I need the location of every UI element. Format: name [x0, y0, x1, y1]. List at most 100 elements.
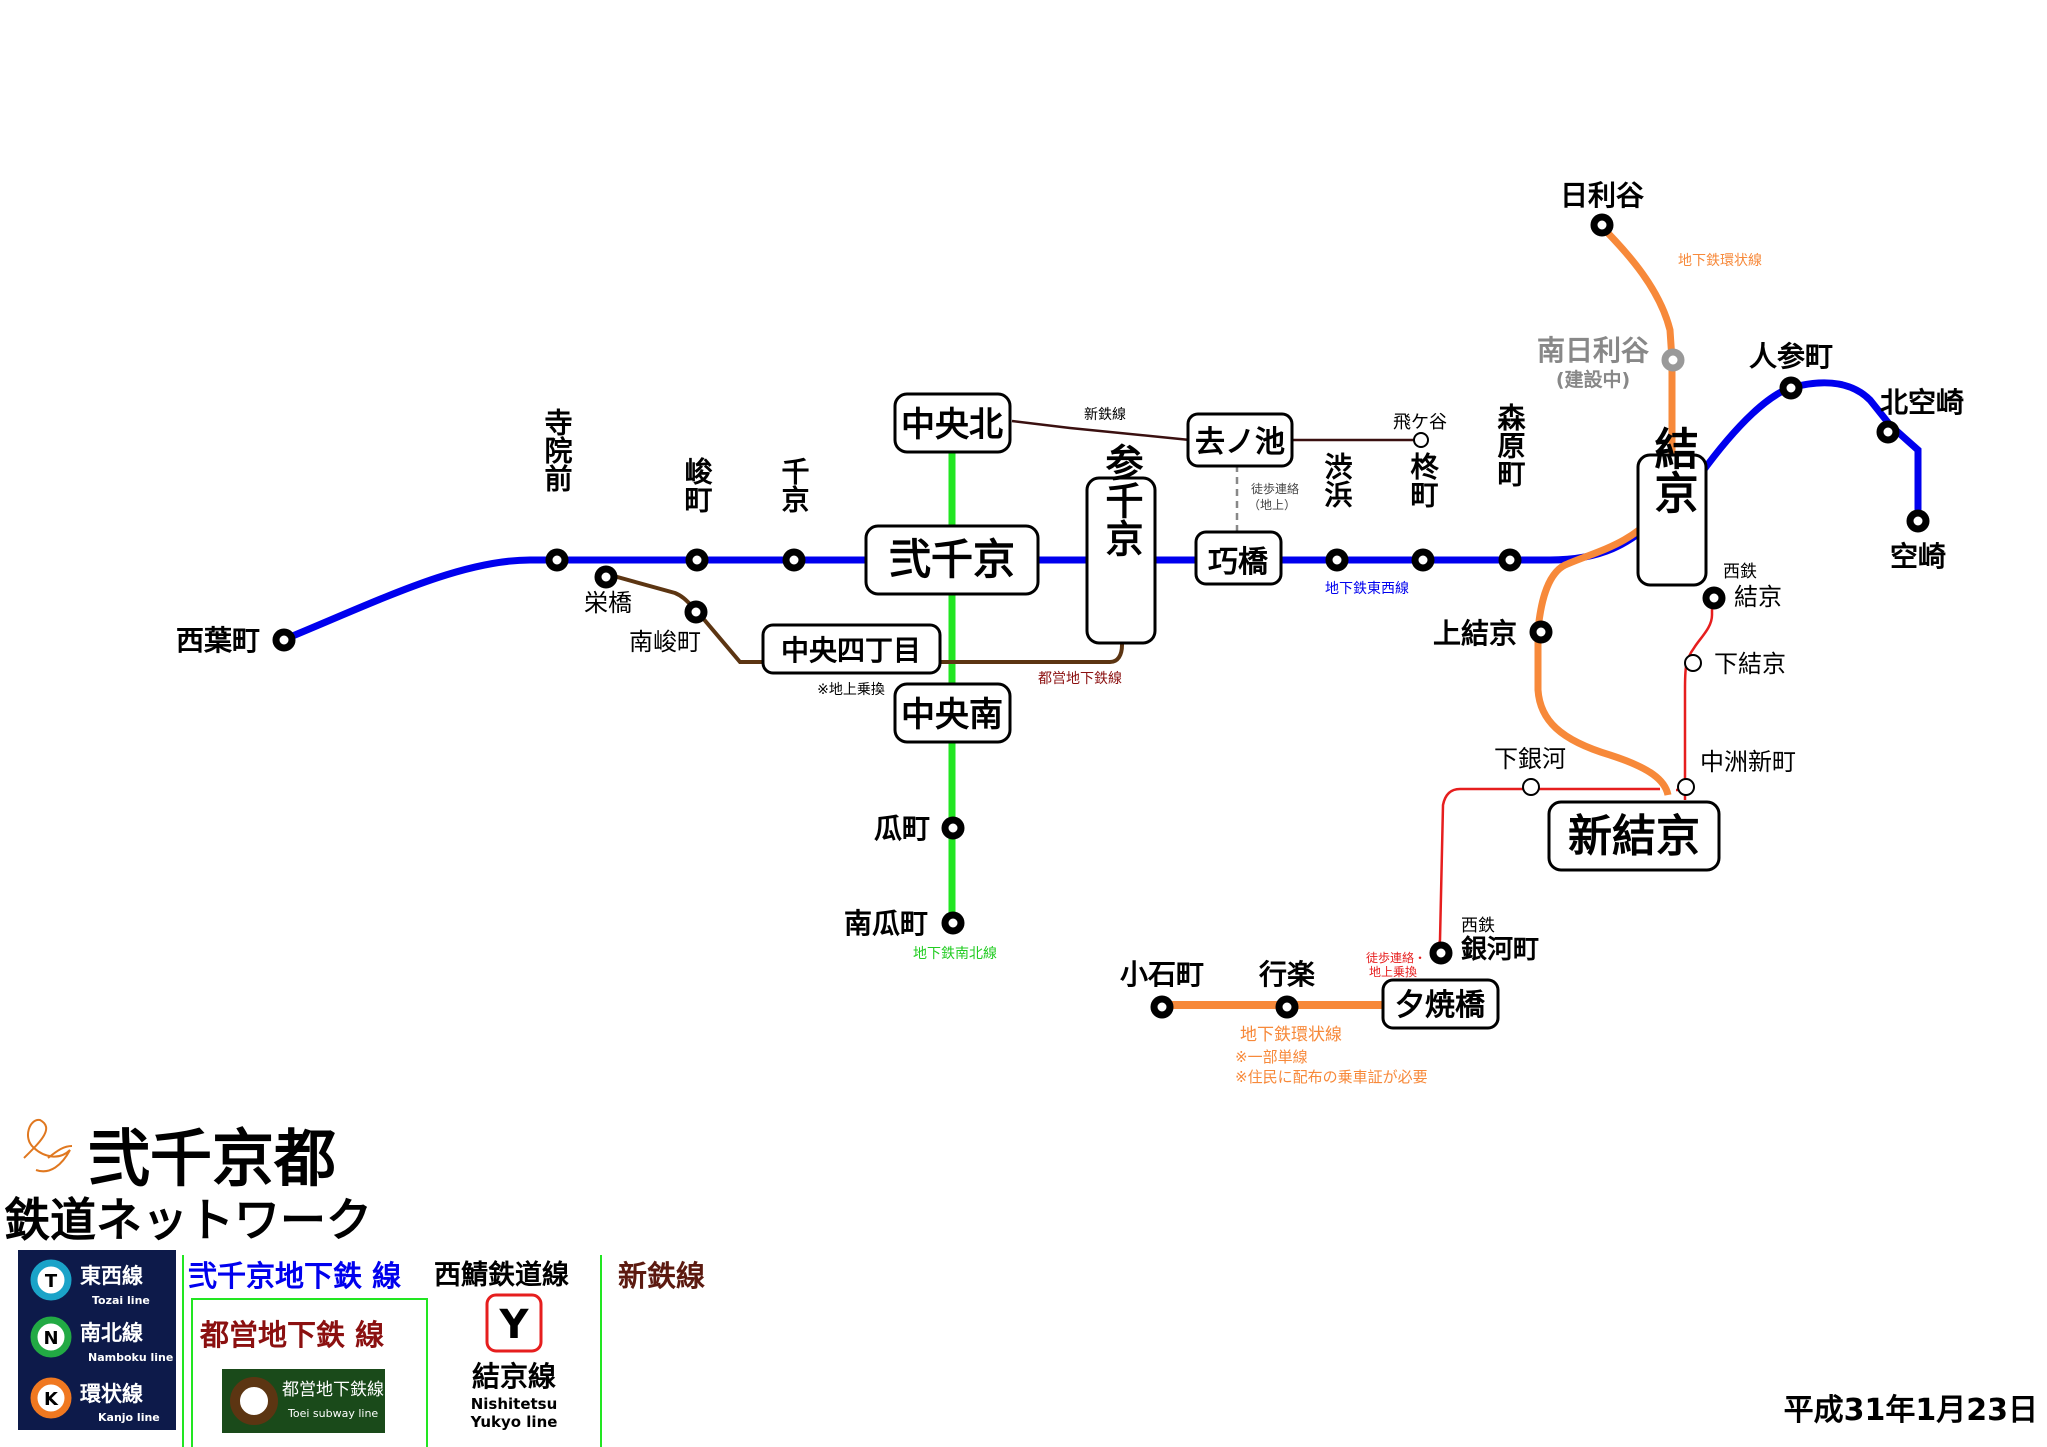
- legend-toei-icon: 都営地下鉄線 Toei subway line: [230, 1377, 384, 1425]
- station-box[interactable]: [1085, 476, 1157, 645]
- legend-frame-toei: [191, 1298, 428, 1447]
- station-shuncho: 峻町: [681, 456, 714, 513]
- station-marker[interactable]: [1413, 432, 1429, 448]
- station-sakaebashi: 栄橋: [584, 589, 632, 617]
- label-walk-transfer: 徒歩連絡: [1251, 481, 1299, 496]
- legend-yukyo-en2: Yukyo line: [470, 1413, 558, 1431]
- station-marker-construction: [1661, 348, 1685, 372]
- station-box[interactable]: [1381, 978, 1500, 1030]
- station-box[interactable]: [1547, 800, 1721, 872]
- label-kanjo-north: 地下鉄環状線: [1678, 253, 1762, 269]
- station-nakasushinmachi: 中洲新町: [1700, 748, 1796, 776]
- station-marker[interactable]: [1677, 778, 1695, 796]
- station-marker[interactable]: [941, 911, 965, 935]
- label-toei: 都営地下鉄線: [1038, 671, 1122, 687]
- station-box[interactable]: [761, 623, 942, 675]
- station-sarunoike: 去ノ池: [1195, 425, 1285, 460]
- yukyo-line: [1436, 600, 1714, 951]
- station-marker[interactable]: [684, 600, 708, 624]
- station-marker[interactable]: [1590, 213, 1614, 237]
- station-marker[interactable]: [1529, 620, 1553, 644]
- station-box[interactable]: [893, 682, 1012, 744]
- legend-yukyo-badge: [485, 1293, 543, 1353]
- station-chuominami: 中央南: [901, 695, 1003, 735]
- station-chuokita: 中央北: [901, 405, 1003, 445]
- station-marker[interactable]: [1779, 376, 1803, 400]
- station-ninjinmachi: 人参町: [1749, 340, 1833, 373]
- station-nishitetsu-prefix: 西鉄: [1723, 562, 1757, 582]
- station-senkyo: 千京: [778, 457, 811, 513]
- station-marker[interactable]: [782, 548, 806, 572]
- label-kanjo-note2: ※住民に配布の乗車証が必要: [1235, 1068, 1428, 1086]
- minor-station-markers: [1413, 432, 1702, 796]
- station-box[interactable]: [864, 524, 1040, 596]
- station-nichiridani: 日利谷: [1560, 179, 1645, 212]
- station-box[interactable]: [1636, 453, 1708, 587]
- station-marker[interactable]: [1876, 420, 1900, 444]
- legend-namboku-badge: [30, 1316, 72, 1358]
- station-jiinmae: 寺院前: [541, 408, 574, 492]
- legend-yukyo: Y 結京線 Nishitetsu Yukyo line: [470, 1293, 558, 1431]
- station-marker[interactable]: [1275, 995, 1299, 1019]
- legend-tozai-jp: 東西線: [80, 1264, 143, 1288]
- legend-namboku-jp: 南北線: [80, 1321, 143, 1345]
- legend-namboku-en: Namboku line: [88, 1351, 173, 1364]
- station-hiiragimachi: 柊町: [1407, 452, 1440, 508]
- station-marker[interactable]: [1906, 509, 1930, 533]
- legend-kanjo-en: Kanjo line: [98, 1411, 160, 1424]
- map-date: 平成31年1月23日: [1784, 1393, 2038, 1428]
- station-marker[interactable]: [1411, 548, 1435, 572]
- station-box[interactable]: [893, 392, 1012, 454]
- label-kanjo-note1: ※一部単線: [1235, 1048, 1308, 1066]
- station-kurasaki: 空崎: [1890, 540, 1946, 573]
- station-marker[interactable]: [1522, 778, 1540, 796]
- legend-nishisaba-group: 西鯖鉄道線: [434, 1260, 569, 1291]
- station-marker[interactable]: [685, 548, 709, 572]
- station-takumibashi: 巧橋: [1208, 545, 1269, 580]
- station-box[interactable]: [1194, 530, 1283, 586]
- legend-toei-en: Toei subway line: [287, 1407, 378, 1420]
- legend-yukyo-letter: Y: [499, 1302, 530, 1348]
- station-gingamachi: 銀河町: [1461, 935, 1539, 965]
- station-marker[interactable]: [594, 565, 618, 589]
- station-marker[interactable]: [941, 816, 965, 840]
- station-marker[interactable]: [1325, 548, 1349, 572]
- station-minamishunmachi: 南峻町: [629, 628, 701, 656]
- station-nishihamachi: 西葉町: [176, 624, 260, 657]
- label-namboku: 地下鉄南北線: [913, 946, 997, 962]
- station-marker[interactable]: [1429, 941, 1453, 965]
- label-ground-transfer: ※地上乗換: [817, 682, 885, 698]
- station-shinbaramachi: 森原町: [1494, 403, 1527, 487]
- station-marker[interactable]: [545, 548, 569, 572]
- legend-yukyo-en1: Nishitetsu: [471, 1395, 558, 1413]
- station-marker[interactable]: [1150, 995, 1174, 1019]
- title-main: 弐千京都: [88, 1122, 336, 1195]
- label-tozai: 地下鉄東西線: [1325, 581, 1409, 597]
- station-kamiyukyo: 上結京: [1433, 617, 1517, 650]
- station-yuyakebashi: 夕焼橋: [1395, 988, 1486, 1023]
- station-shimoyukyo: 下結京: [1714, 650, 1786, 678]
- legend-yukyo-jp: 結京線: [472, 1360, 556, 1393]
- station-marker[interactable]: [1684, 654, 1702, 672]
- legend-kanjo-jp: 環状線: [80, 1382, 143, 1406]
- kanjo-line-north: [1597, 222, 1676, 500]
- station-urimachi: 瓜町: [874, 812, 930, 845]
- station-marker[interactable]: [272, 628, 296, 652]
- station-nisenkyo: 弐千京: [889, 535, 1015, 584]
- kanjo-line-middle: [1534, 507, 1672, 796]
- label-walk-transfer2: 徒歩連絡・: [1366, 950, 1426, 965]
- station-minamiurimachi: 南瓜町: [844, 907, 928, 940]
- station-kitakurasaki: 北空崎: [1880, 386, 1964, 419]
- legend-toei-group: 都営地下鉄 線: [200, 1318, 385, 1352]
- legend-tozai-badge: [30, 1259, 72, 1301]
- station-box[interactable]: [1186, 412, 1294, 468]
- station-marker[interactable]: [1702, 586, 1726, 610]
- station-sansenkyo: 参千京: [1099, 443, 1143, 557]
- station-markers: [272, 213, 1930, 1019]
- boxed-stations: [761, 392, 1721, 1030]
- legend-shintetsu-group: 新鉄線: [618, 1259, 706, 1293]
- station-marker[interactable]: [1498, 548, 1522, 572]
- station-chuoyonchome: 中央四丁目: [781, 634, 921, 667]
- station-nishitetsu-yukyo: 結京: [1734, 583, 1782, 611]
